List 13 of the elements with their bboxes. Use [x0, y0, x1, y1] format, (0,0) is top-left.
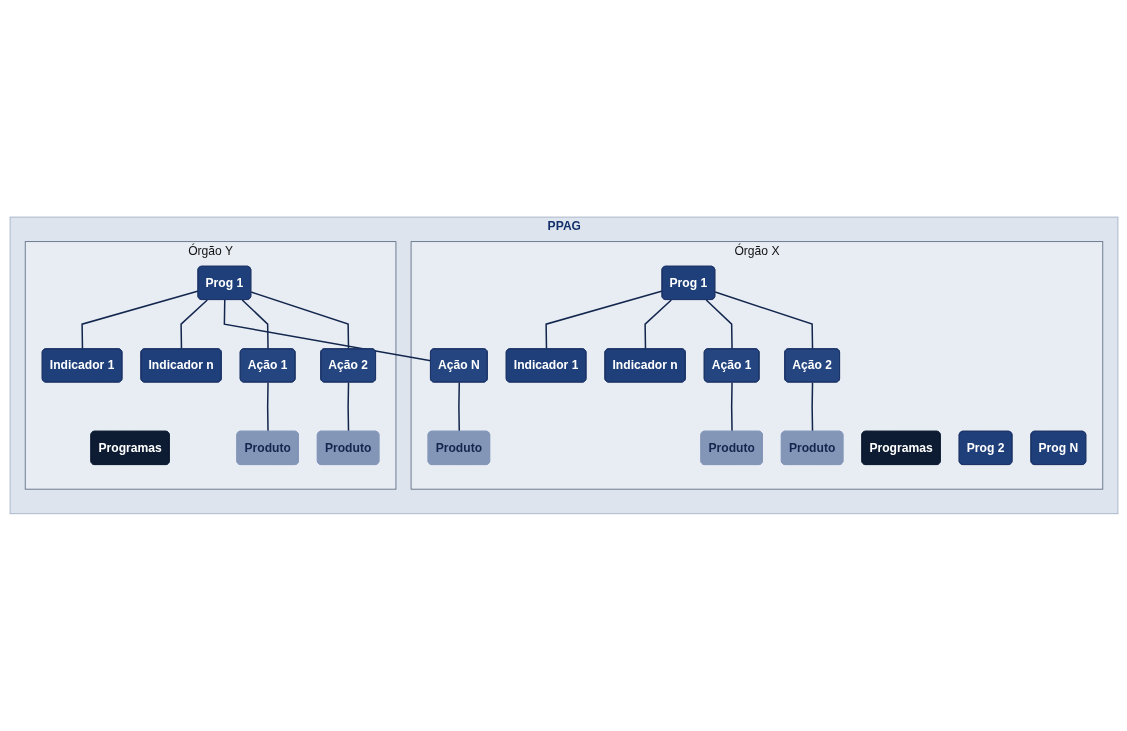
connector: [730, 381, 733, 433]
connector: [249, 291, 349, 350]
connector: [240, 299, 269, 350]
connector: [80, 290, 199, 350]
connector: [266, 381, 269, 433]
connector: [713, 291, 813, 350]
connector: [544, 290, 663, 350]
connector: [705, 299, 733, 350]
connector: [179, 299, 208, 350]
connector: [457, 381, 460, 433]
connector: [810, 381, 813, 433]
connector: [346, 381, 349, 433]
connector: [643, 299, 672, 350]
